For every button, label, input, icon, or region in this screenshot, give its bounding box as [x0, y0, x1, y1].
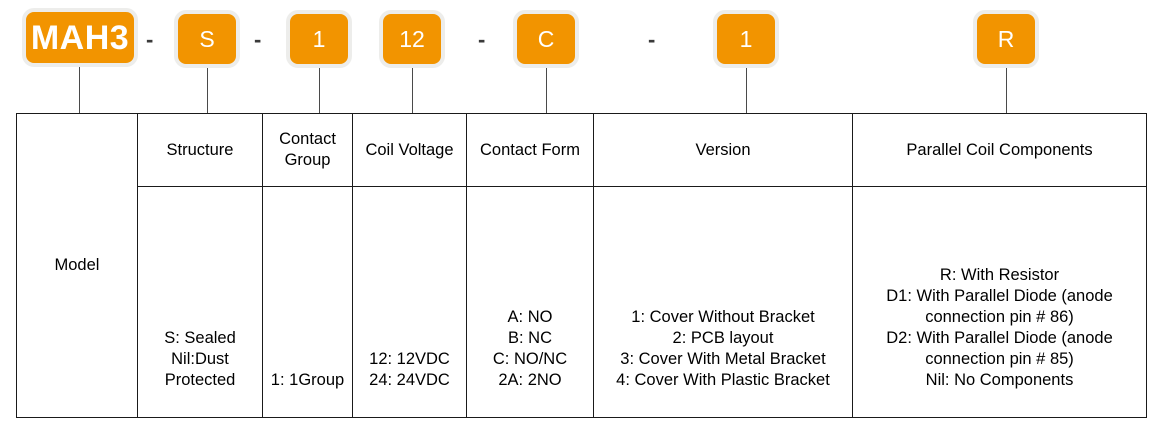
header-structure: Structure: [137, 113, 263, 187]
leader-line-contact-group: [319, 68, 320, 113]
leader-line-coil-voltage: [412, 68, 413, 113]
separator-dash-2: -: [254, 27, 262, 52]
separator-dash-4: -: [648, 27, 656, 52]
separator-dash-3: -: [478, 27, 486, 52]
code-box-model: MAH3: [22, 8, 138, 67]
code-box-contact-form: C: [513, 10, 579, 68]
leader-line-version: [746, 68, 747, 113]
leader-line-model: [79, 67, 80, 113]
separator-dash-1: -: [146, 27, 154, 52]
header-contact-form: Contact Form: [466, 113, 594, 187]
header-version: Version: [593, 113, 853, 187]
header-coil-voltage: Coil Voltage: [352, 113, 467, 187]
code-box-version: 1: [713, 10, 779, 68]
leader-line-structure: [207, 68, 208, 113]
code-box-contact-group: 1: [286, 10, 352, 68]
code-box-structure: S: [174, 10, 240, 68]
cell-model: Model: [16, 113, 138, 418]
cell-contact-group: 1: 1Group: [262, 186, 353, 418]
code-box-coil-voltage: 12: [379, 10, 445, 68]
header-parallel-coil-components: Parallel Coil Components: [852, 113, 1147, 187]
leader-line-parallel-coil-components: [1006, 68, 1007, 113]
leader-line-contact-form: [546, 68, 547, 113]
code-box-parallel-coil-components: R: [973, 10, 1039, 68]
